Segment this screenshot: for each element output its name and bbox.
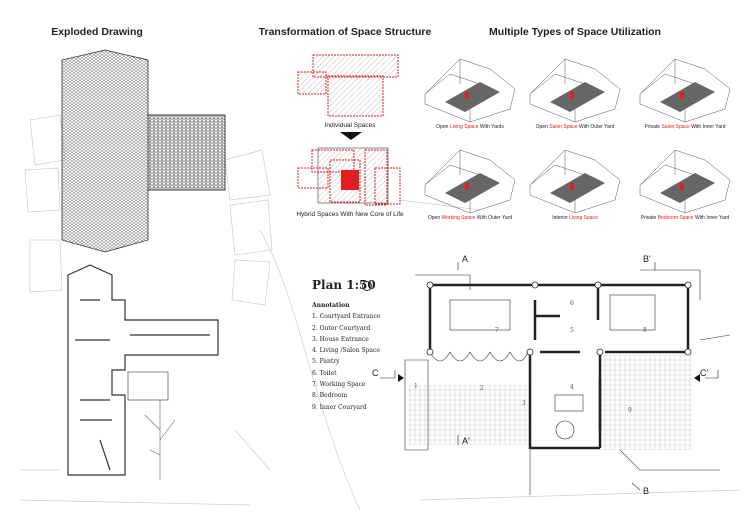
individual-spaces-diagram bbox=[297, 54, 399, 117]
caption-pre: Open bbox=[427, 215, 442, 221]
caption-red: Salon Space bbox=[661, 124, 690, 130]
floor-plan bbox=[380, 262, 731, 495]
caption-post: With Inner Yard bbox=[689, 124, 726, 130]
caption-red: Salon Space bbox=[549, 124, 578, 130]
heading-exploded-drawing: Exploded Drawing bbox=[51, 26, 143, 38]
section-mark-a-prime: A' bbox=[462, 436, 470, 446]
room-number: 5 bbox=[570, 327, 574, 334]
section-mark-b-prime: B' bbox=[643, 254, 651, 264]
section-mark-b: B bbox=[643, 486, 650, 496]
caption-pre: Private bbox=[644, 124, 662, 130]
room-number: 2 bbox=[480, 385, 484, 392]
arrow-down-icon bbox=[340, 132, 362, 140]
section-mark-a: A bbox=[462, 254, 469, 264]
room-number: 1 bbox=[414, 383, 418, 390]
isometric-diagram bbox=[424, 58, 516, 123]
caption-pre: Open bbox=[535, 124, 550, 130]
annotation-item: 8. Bedroom bbox=[312, 392, 348, 400]
caption-pre: Open bbox=[436, 124, 450, 130]
plan-legend: Plan 1:50 Annotation 1. Courtyard Entran… bbox=[312, 278, 380, 411]
hybrid-spaces-label: Hybrid Spaces With New Core of Life bbox=[296, 211, 404, 218]
context-buildings bbox=[19, 114, 741, 511]
annotation-item: 1. Courtyard Entrance bbox=[312, 313, 381, 321]
room-number: 4 bbox=[570, 384, 574, 391]
utilization-caption: Interior Living Space bbox=[552, 215, 598, 221]
exploded-roof bbox=[61, 49, 226, 253]
caption-red: Working Space bbox=[441, 215, 476, 221]
room-number: 6 bbox=[570, 300, 574, 307]
annotation-item: 5. Pantry bbox=[312, 358, 340, 366]
heading-transformation: Transformation of Space Structure bbox=[258, 26, 432, 38]
annotation-item: 3. House Entrance bbox=[312, 335, 369, 343]
utilization-caption: Private Salon Space With Inner Yard bbox=[645, 124, 726, 130]
utilization-caption: Open Working Space With Outer Yard bbox=[428, 215, 512, 221]
isometric-diagram bbox=[424, 149, 516, 214]
exploded-floor bbox=[67, 264, 219, 480]
north-arrow-icon bbox=[362, 281, 372, 291]
caption-red: Living Space bbox=[569, 215, 598, 221]
caption-red: Living Space bbox=[449, 124, 479, 130]
annotation-item: 9. Inner Couryard bbox=[312, 403, 367, 411]
annotation-item: 4. Living /Salon Space bbox=[312, 347, 380, 355]
caption-pre: Interior bbox=[552, 215, 570, 221]
caption-post: With Outer Yard bbox=[577, 124, 615, 130]
caption-post: With Outer Yard bbox=[475, 215, 513, 221]
isometric-diagram bbox=[529, 149, 621, 214]
hybrid-spaces-diagram bbox=[297, 147, 401, 206]
utilization-caption: Open Salon Space With Outer Yard bbox=[536, 124, 615, 130]
caption-post: With Yards bbox=[478, 124, 504, 130]
caption-pre: Private bbox=[640, 215, 658, 221]
room-number: 3 bbox=[522, 400, 526, 407]
room-number: 7 bbox=[495, 327, 499, 334]
utilization-caption: Open Living Space With Yards bbox=[436, 124, 504, 130]
isometric-diagram bbox=[529, 58, 621, 123]
section-mark-c: C bbox=[372, 368, 379, 378]
section-mark-c-prime: C' bbox=[700, 368, 709, 378]
room-number: 8 bbox=[643, 327, 647, 334]
caption-red: Bedroom Space bbox=[657, 215, 694, 221]
annotation-item: 2. Outer Courtyard bbox=[312, 324, 371, 332]
utilization-caption: Private Bedroom Space With Inner Yard bbox=[641, 215, 729, 221]
caption-post: With Inner Yard bbox=[693, 215, 730, 221]
annotation-item: 7. Working Space bbox=[312, 381, 366, 389]
annotation-item: 6. Toilet bbox=[312, 369, 337, 377]
heading-utilization: Multiple Types of Space Utilization bbox=[489, 26, 661, 38]
isometric-diagram bbox=[639, 149, 731, 214]
individual-spaces-label: Individual Spaces bbox=[324, 122, 376, 129]
isometric-diagram bbox=[639, 58, 731, 123]
plan-title: Plan 1:50 bbox=[312, 278, 376, 292]
annotation-title: Annotation bbox=[312, 302, 350, 309]
room-number: 9 bbox=[628, 407, 632, 414]
